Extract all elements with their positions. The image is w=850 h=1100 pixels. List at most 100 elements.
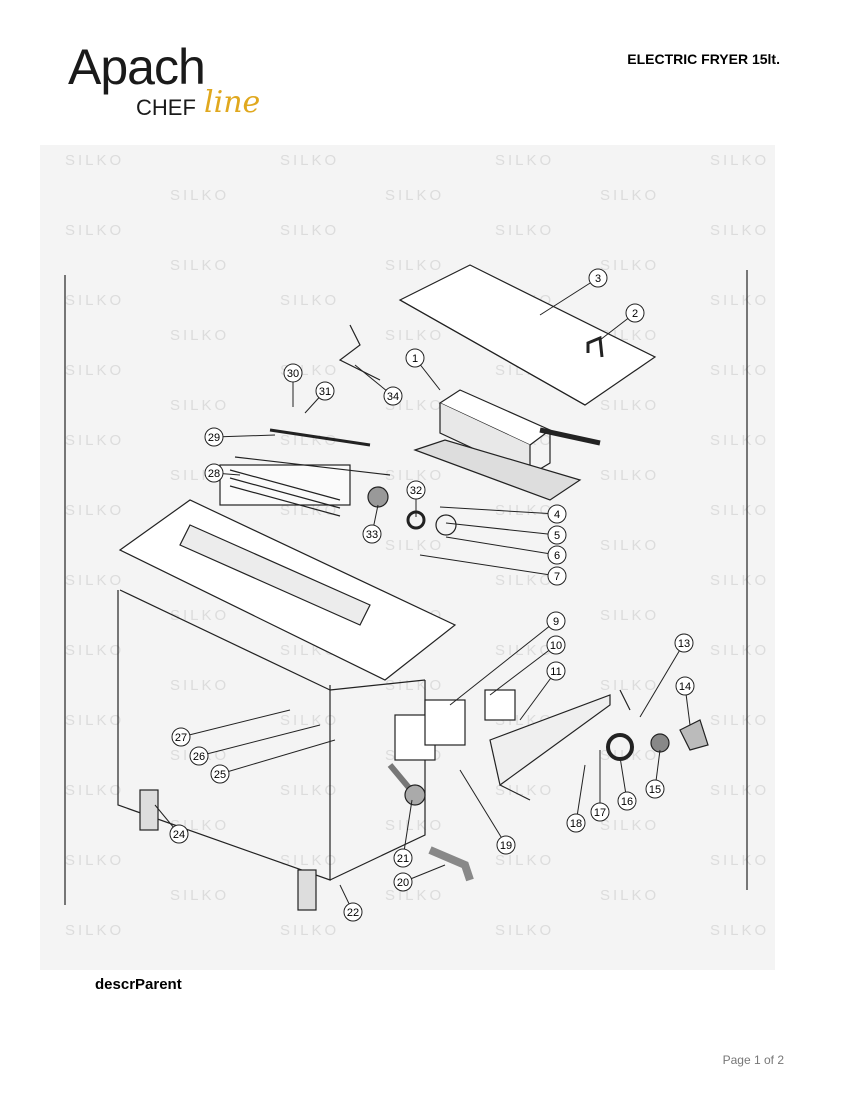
- callout-13: 13: [674, 633, 694, 653]
- callout-circle: [362, 524, 382, 544]
- brand-logo: Apach CHEF line: [66, 38, 276, 133]
- callout-circle: [496, 835, 516, 855]
- callout-label: 11: [550, 666, 561, 678]
- callout-circle: [393, 848, 413, 868]
- control-panel-part: [489, 694, 611, 787]
- callout-label: 29: [208, 432, 220, 444]
- brand-name: Apach: [68, 39, 206, 95]
- callout-leader-29: [213, 434, 276, 438]
- watermark-text: SILKO: [600, 467, 659, 484]
- callout-label: 2: [632, 308, 638, 320]
- callout-label: 9: [553, 616, 559, 628]
- callout-circle: [204, 427, 224, 447]
- callout-label: 5: [554, 530, 560, 542]
- callout-18: 18: [566, 813, 586, 833]
- callout-25: 25: [210, 764, 230, 784]
- watermark-text: SILKO: [710, 642, 769, 659]
- callout-label: 14: [679, 681, 691, 693]
- callout-29: 29: [204, 427, 224, 447]
- contactor-part: [424, 699, 466, 746]
- callout-33: 33: [362, 524, 382, 544]
- callout-10: 10: [546, 635, 566, 655]
- callout-label: 17: [594, 807, 606, 819]
- callout-32: 32: [406, 480, 426, 500]
- callout-5: 5: [547, 525, 567, 545]
- callout-circle: [283, 363, 303, 383]
- leg-part: [297, 869, 317, 911]
- watermark-text: SILKO: [495, 572, 554, 589]
- watermark-text: SILKO: [600, 537, 659, 554]
- callout-9: 9: [546, 611, 566, 631]
- watermark-text: SILKO: [65, 922, 124, 939]
- watermark-text: SILKO: [600, 187, 659, 204]
- callout-28: 28: [204, 463, 224, 483]
- watermark-text: SILKO: [710, 362, 769, 379]
- callout-leader-21: [402, 799, 413, 859]
- callout-11: 11: [546, 661, 566, 681]
- thermostat-part: [484, 689, 516, 721]
- callout-leader-26: [198, 724, 321, 757]
- callout-circle: [546, 611, 566, 631]
- callout-label: 7: [554, 571, 560, 583]
- brand-sub: CHEF: [136, 95, 196, 120]
- callout-label: 34: [387, 391, 399, 403]
- watermark-text: SILKO: [170, 677, 229, 694]
- callout-circle: [547, 545, 567, 565]
- callout-circle: [171, 727, 191, 747]
- callout-circle: [546, 661, 566, 681]
- watermark-text: SILKO: [170, 397, 229, 414]
- diagram-canvas: SILKO SILKO SILKO SILKO SILKO SILKO SILKO SILKO…: [64, 152, 769, 939]
- callout-3: 3: [588, 268, 608, 288]
- callout-circle: [405, 348, 425, 368]
- watermark-text: SILKO: [65, 362, 124, 379]
- callout-19: 19: [496, 835, 516, 855]
- watermark-text: SILKO: [710, 782, 769, 799]
- watermark-text: SILKO: [385, 467, 444, 484]
- callout-label: 3: [595, 273, 601, 285]
- callout-leader-19: [459, 769, 507, 846]
- watermark-text: SILKO: [600, 257, 659, 274]
- callout-24: 24: [169, 824, 189, 844]
- callout-leader-27: [180, 709, 291, 738]
- watermark-text: SILKO: [280, 782, 339, 799]
- watermark-text: SILKO: [65, 502, 124, 519]
- watermark-text: SILKO: [495, 222, 554, 239]
- watermark-text: SILKO: [495, 152, 554, 169]
- watermark-text: SILKO: [280, 922, 339, 939]
- document-title: ELECTRIC FRYER 15lt.: [627, 51, 780, 67]
- callout-circle: [675, 676, 695, 696]
- callout-label: 1: [412, 353, 418, 365]
- callout-label: 13: [678, 638, 690, 650]
- callout-leader-25: [219, 739, 336, 775]
- watermark-text: SILKO: [600, 607, 659, 624]
- watermark-text: SILKO: [710, 852, 769, 869]
- watermark-text: SILKO: [65, 712, 124, 729]
- callout-34: 34: [383, 386, 403, 406]
- watermark-text: SILKO: [710, 922, 769, 939]
- callout-circle: [625, 303, 645, 323]
- callout-circle: [383, 386, 403, 406]
- page-indicator: Page 1 of 2: [722, 1053, 784, 1067]
- watermark-text: SILKO: [495, 922, 554, 939]
- watermark-text: SILKO: [385, 887, 444, 904]
- watermark-text: SILKO: [385, 257, 444, 274]
- mesh-part: [413, 439, 582, 501]
- callout-label: 20: [397, 877, 409, 889]
- watermark-text: SILKO: [710, 712, 769, 729]
- callout-circle: [588, 268, 608, 288]
- watermark-text: SILKO: [495, 782, 554, 799]
- callout-31: 31: [315, 381, 335, 401]
- watermark-text: SILKO: [65, 572, 124, 589]
- watermark-text: SILKO: [600, 887, 659, 904]
- watermark-text: SILKO: [65, 782, 124, 799]
- watermark-text: SILKO: [385, 187, 444, 204]
- callout-circle: [566, 813, 586, 833]
- watermark-text: SILKO: [170, 327, 229, 344]
- callout-label: 19: [500, 840, 512, 852]
- callout-circle: [547, 504, 567, 524]
- callout-22: 22: [343, 902, 363, 922]
- watermark-text: SILKO: [495, 852, 554, 869]
- callout-leader-10: [489, 644, 557, 696]
- callout-circle: [343, 902, 363, 922]
- watermark-text: SILKO: [385, 677, 444, 694]
